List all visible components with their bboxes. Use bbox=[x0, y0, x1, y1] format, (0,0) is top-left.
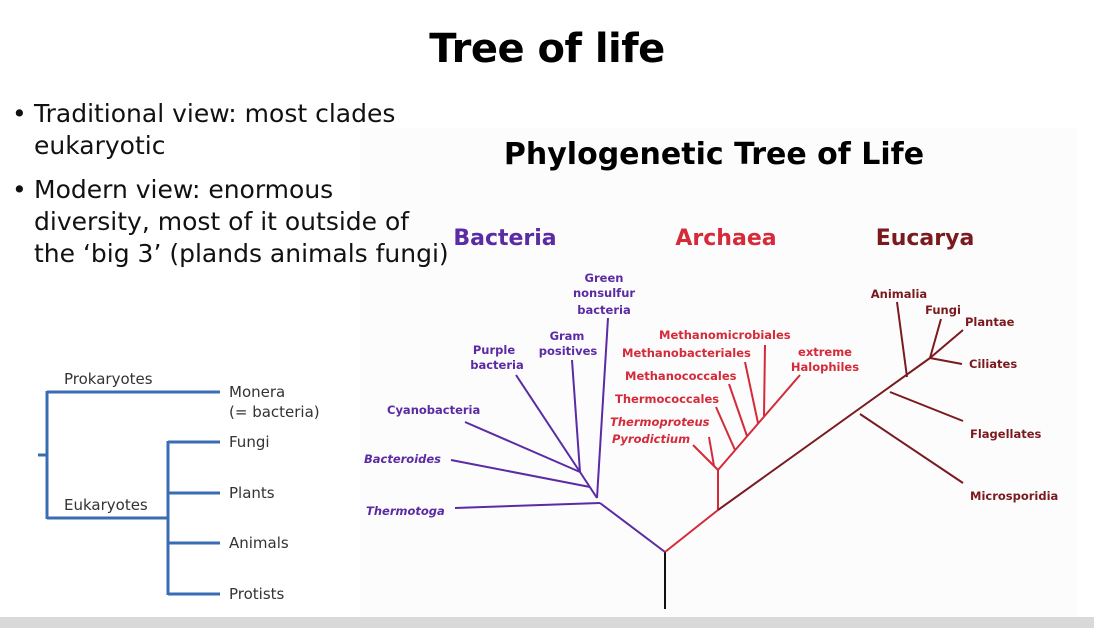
label-thermoproteus: Thermoproteus bbox=[610, 415, 710, 429]
branch bbox=[664, 509, 719, 553]
branch bbox=[728, 383, 748, 437]
classic-tree bbox=[38, 390, 220, 596]
label-methanococcales: Methanococcales bbox=[625, 369, 737, 383]
branch bbox=[450, 459, 591, 488]
branch bbox=[896, 301, 908, 378]
branch bbox=[929, 357, 963, 365]
label-green-nonsulfur: bacteria bbox=[577, 303, 630, 317]
eucarya-branches bbox=[717, 301, 964, 511]
label-ciliates: Ciliates bbox=[969, 357, 1017, 371]
label-eukaryotes: Eukaryotes bbox=[64, 496, 148, 514]
branch bbox=[929, 318, 942, 359]
label-gram-positives: Gram bbox=[550, 329, 585, 343]
slide-footer-bar bbox=[0, 617, 1094, 628]
label-fungi: Fungi bbox=[925, 303, 961, 317]
bullet-list: Traditional view: most clades eukaryotic… bbox=[12, 98, 452, 282]
branch bbox=[571, 359, 581, 473]
branch bbox=[464, 421, 581, 473]
branch bbox=[579, 471, 598, 499]
branch bbox=[596, 317, 609, 499]
label-methanobacteriales: Methanobacteriales bbox=[622, 346, 751, 360]
label-animalia: Animalia bbox=[871, 287, 927, 301]
bullet-traditional-view: Traditional view: most clades eukaryotic bbox=[12, 98, 452, 162]
label-pyrodictium: Pyrodictium bbox=[612, 432, 690, 446]
label-purple-bacteria: Purple bbox=[473, 343, 515, 357]
label-fungi: Fungi bbox=[229, 433, 270, 451]
branch bbox=[763, 344, 766, 417]
label-purple-bacteria: bacteria bbox=[470, 358, 523, 372]
bacteria-labels: Green nonsulfur bacteria Gram positives … bbox=[364, 271, 635, 518]
eucarya-labels: Animalia Fungi Plantae Ciliates Flagella… bbox=[871, 287, 1059, 503]
label-monera: Monera bbox=[229, 383, 285, 401]
label-flagellates: Flagellates bbox=[970, 427, 1042, 441]
label-microsporidia: Microsporidia bbox=[970, 489, 1058, 503]
label-protists: Protists bbox=[229, 585, 285, 603]
label-bacteroides: Bacteroides bbox=[364, 452, 441, 466]
label-green-nonsulfur: Green bbox=[585, 271, 624, 285]
label-green-nonsulfur: nonsulfur bbox=[573, 286, 635, 300]
branch bbox=[717, 374, 801, 471]
label-extreme-halophiles: extreme bbox=[798, 345, 852, 359]
slide-title: Tree of life bbox=[429, 26, 665, 72]
domain-bacteria: Bacteria bbox=[453, 226, 556, 251]
branch bbox=[715, 406, 736, 451]
archaea-labels: Methanomicrobiales Methanobacteriales Me… bbox=[610, 328, 859, 446]
archaea-branches bbox=[664, 344, 801, 553]
label-prokaryotes: Prokaryotes bbox=[64, 370, 153, 388]
label-cyanobacteria: Cyanobacteria bbox=[387, 403, 480, 417]
phylogenetic-tree-image bbox=[360, 128, 1078, 618]
label-methanomicrobiales: Methanomicrobiales bbox=[659, 328, 791, 342]
branch bbox=[599, 502, 666, 553]
label-animals: Animals bbox=[229, 534, 289, 552]
label-monera-note: (= bacteria) bbox=[229, 403, 320, 421]
bacteria-branches bbox=[450, 317, 666, 553]
domain-eucarya: Eucarya bbox=[876, 226, 975, 251]
label-plants: Plants bbox=[229, 484, 275, 502]
branch bbox=[454, 502, 601, 509]
label-plantae: Plantae bbox=[965, 315, 1015, 329]
branch bbox=[717, 357, 931, 511]
phylo-title: Phylogenetic Tree of Life bbox=[504, 137, 924, 172]
label-thermotoga: Thermotoga bbox=[366, 504, 445, 518]
branch bbox=[515, 374, 581, 473]
branch bbox=[859, 413, 964, 484]
branch bbox=[692, 444, 719, 471]
branch bbox=[889, 391, 964, 422]
label-extreme-halophiles: Halophiles bbox=[791, 360, 859, 374]
label-gram-positives: positives bbox=[539, 344, 598, 358]
bullet-modern-view: Modern view: enormous diversity, most of… bbox=[12, 174, 452, 270]
branch bbox=[744, 361, 759, 424]
domain-archaea: Archaea bbox=[675, 226, 776, 251]
branch bbox=[708, 436, 715, 467]
branch bbox=[929, 329, 964, 359]
label-thermococcales: Thermococcales bbox=[615, 392, 719, 406]
